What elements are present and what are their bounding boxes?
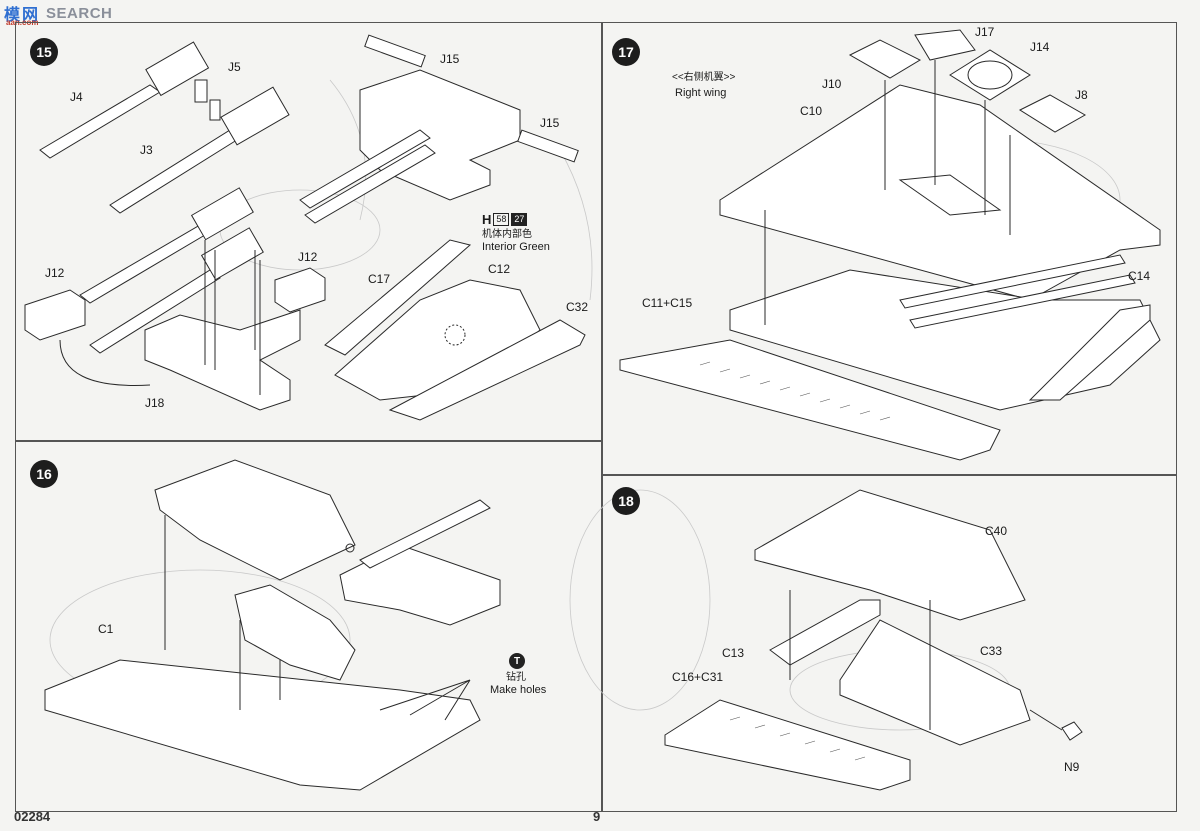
part-label-c32: C32 (566, 300, 589, 314)
part-label-c13: C13 (722, 646, 745, 660)
step-number-15: 15 (30, 38, 58, 66)
right-wing-en: Right wing (675, 87, 727, 99)
part-label-c40: C40 (985, 524, 1008, 538)
part-label-j12-left: J12 (45, 266, 65, 280)
part-label-j17: J17 (975, 25, 995, 39)
part-label-c14: C14 (1128, 269, 1151, 283)
page-number: 9 (593, 809, 601, 824)
part-label-j15-top: J15 (440, 52, 460, 66)
step-number-16: 16 (30, 460, 58, 488)
part-label-n9: N9 (1064, 760, 1080, 774)
gun-j3-drawing (109, 86, 290, 214)
paint-letter: H (482, 212, 492, 227)
part-label-j3: J3 (140, 143, 153, 157)
kit-number: 02284 (14, 809, 51, 824)
watermark-zh: 模 (4, 7, 21, 24)
paint-name-en: Interior Green (482, 241, 550, 253)
step-number-17: 17 (612, 38, 640, 66)
part-label-c16-c31: C16+C31 (672, 670, 724, 684)
step-number-18: 18 (612, 487, 640, 515)
part-label-j8: J8 (1075, 88, 1088, 102)
part-label-c10: C10 (800, 104, 823, 118)
part-label-j10: J10 (822, 77, 842, 91)
site-watermark: 模 网 SEARCH (4, 2, 113, 25)
watermark-zh2: 网 (22, 7, 39, 24)
part-label-c1: C1 (98, 622, 114, 636)
part-label-c17: C17 (368, 272, 391, 286)
panel-step-18 (601, 474, 1177, 812)
panel-step-15 (15, 22, 603, 442)
part-label-j14: J14 (1030, 40, 1050, 54)
watermark-en: SEARCH (46, 4, 113, 22)
right-wing-zh: <<右侧机翼>> (672, 72, 736, 83)
part-label-c33: C33 (980, 644, 1003, 658)
part-label-j15-right: J15 (540, 116, 560, 130)
part-label-j18: J18 (145, 396, 165, 410)
gun-j4-drawing (39, 41, 210, 159)
part-label-j5: J5 (228, 60, 241, 74)
part-label-j12-right: J12 (298, 250, 318, 264)
part-label-c11-c15: C11+C15 (642, 296, 693, 310)
part-label-c12: C12 (488, 262, 511, 276)
make-holes-en: Make holes (490, 684, 547, 696)
paint-code-badge: H 58 27 (482, 212, 528, 227)
paint-code-1: 58 (493, 213, 510, 226)
drill-hole-icon: T (509, 653, 525, 669)
panel-step-16 (15, 440, 603, 812)
make-holes-zh: 钻孔 (506, 672, 526, 683)
panel-step-17 (601, 22, 1177, 476)
part-label-j4: J4 (70, 90, 83, 104)
paint-code-2: 27 (511, 213, 528, 226)
paint-name-zh: 机体内部色 (482, 229, 532, 240)
